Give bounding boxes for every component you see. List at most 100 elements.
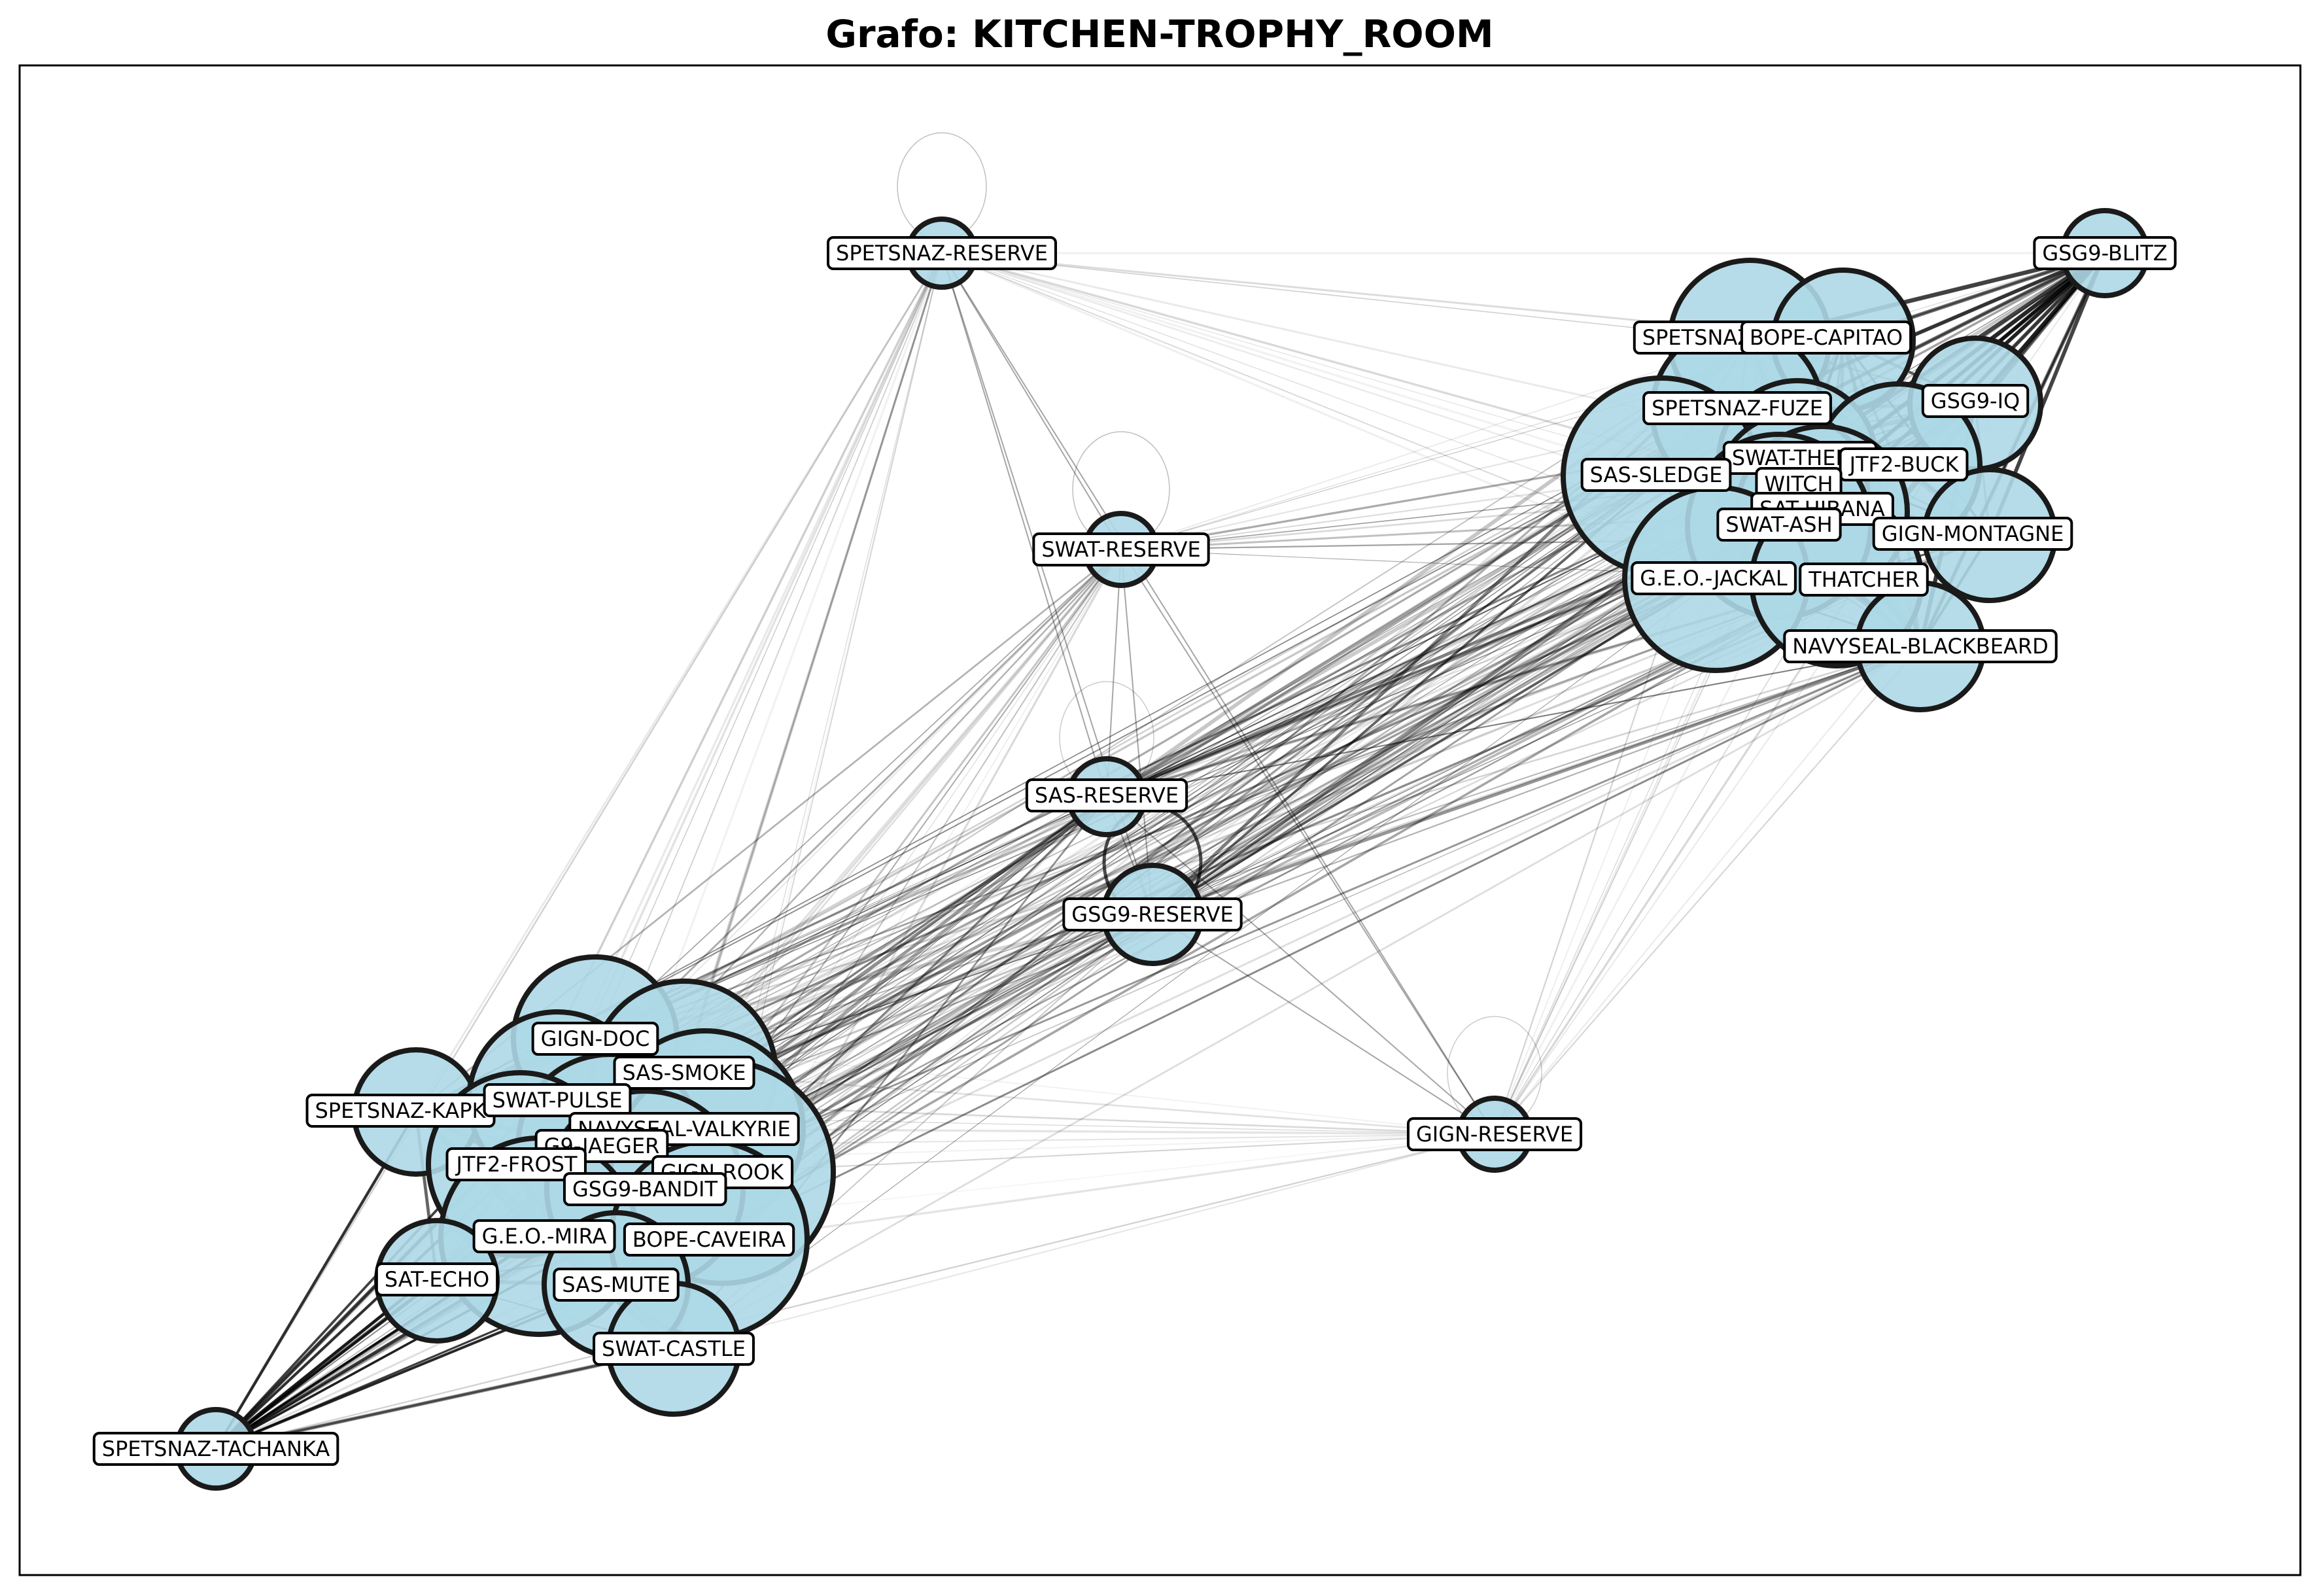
node-label-sat-echo: SAT-ECHO — [375, 1262, 499, 1296]
node-label-text: GSG9-BLITZ — [2042, 241, 2167, 266]
graph-edge — [708, 645, 1921, 1241]
node-label-sas-smoke: SAS-SMOKE — [613, 1056, 755, 1090]
node-label-text: SPETSNAZ-KAPK — [315, 1098, 486, 1123]
graph-edge — [557, 339, 1750, 1101]
node-label-box — [1799, 563, 1929, 597]
node-label-text: JTF2-BUCK — [1848, 452, 1960, 477]
graph-edge — [609, 510, 1823, 1147]
graph-title: Grafo: KITCHEN-TROPHY_ROOM — [825, 12, 1493, 56]
node-label-jtf2-buck: JTF2-BUCK — [1839, 447, 1969, 481]
node-label-spetsnaz-fuze: SPETSNAZ-FUZE — [1642, 391, 1832, 425]
graph-edge — [215, 1133, 1495, 1450]
node-label-gsg9-blitz: GSG9-BLITZ — [2033, 236, 2177, 270]
node-label-bope-capitao: BOPE-CAPITAO — [1740, 321, 1913, 355]
node-label-text: SAT-ECHO — [385, 1267, 489, 1292]
node-label-box — [613, 1056, 755, 1090]
graph-edge — [941, 252, 1750, 341]
graph-edge — [704, 549, 1122, 1130]
graph-edge — [644, 410, 1738, 1190]
node-label-text: SWAT-CASTLE — [602, 1336, 746, 1361]
node-label-gign-doc: GIGN-DOC — [531, 1022, 659, 1056]
graph-edge — [704, 578, 1717, 1130]
graph-edge — [1106, 549, 1122, 797]
node-label-sas-sledge: SAS-SLEDGE — [1580, 458, 1732, 492]
graph-edge — [1151, 475, 1663, 916]
graph-edge — [721, 580, 1837, 1173]
graph-edge — [1152, 644, 1921, 916]
node-label-text: SPETSNAZ-TACHANKA — [102, 1436, 330, 1461]
node-label-text: SPETSNAZ- — [1642, 325, 1759, 350]
node-label-text: THATCHER — [1808, 567, 1920, 592]
node-label-text: G.E.O.-MIRA — [482, 1224, 607, 1249]
graph-edge — [704, 410, 1738, 1130]
node-label-box — [1872, 517, 2073, 551]
graph-edge — [941, 252, 1662, 477]
node-label-gign-reserve: GIGN-RESERVE — [1406, 1117, 1583, 1151]
node-label-text: SAS-MUTE — [562, 1272, 670, 1297]
node-label-swat-castle: SWAT-CASTLE — [593, 1332, 755, 1366]
node-label-box — [445, 1147, 587, 1181]
node-label-text: SPETSNAZ-FUZE — [1652, 396, 1823, 421]
node-label-box — [1580, 458, 1732, 492]
node-label-text: SAS-RESERVE — [1035, 783, 1179, 808]
node-label-box — [2033, 236, 2177, 270]
graph-edge — [683, 252, 943, 1073]
node-label-box — [1642, 391, 1832, 425]
node-label-box — [1406, 1117, 1583, 1151]
graph-edge — [941, 252, 1107, 797]
graph-edge — [1120, 339, 1750, 550]
node-label-text: GSG9-BANDIT — [572, 1177, 718, 1202]
graph-edge — [704, 1128, 1495, 1136]
node-label-text: SWAT-RESERVE — [1041, 537, 1200, 562]
node-label-navyseal-blackbeard: NAVYSEAL-BLACKBEARD — [1783, 629, 2058, 663]
graph-edge — [673, 645, 1921, 1350]
node-label-spetsnaz-glaz: SPETSNAZ- — [1633, 321, 1769, 355]
graph-edge — [1494, 578, 1717, 1135]
node-label-text: SWAT-PULSE — [493, 1088, 623, 1113]
node-label-text: G.E.O.-JACKAL — [1640, 566, 1788, 591]
node-label-box — [1025, 778, 1188, 812]
graph-edge — [1494, 646, 1921, 1135]
node-label-swat-pulse: SWAT-PULSE — [483, 1083, 632, 1117]
graph-edge — [721, 475, 1662, 1173]
graph-edge — [595, 645, 1921, 1040]
node-label-text: GIGN-RESERVE — [1416, 1122, 1573, 1147]
node-label-sas-thatcher: THATCHER — [1799, 563, 1929, 597]
node-label-gsg9-bandit: GSG9-BANDIT — [563, 1172, 727, 1206]
graph-edge — [721, 459, 1798, 1173]
node-label-box — [483, 1083, 632, 1117]
node-label-g-e-o-mira: G.E.O.-MIRA — [472, 1219, 616, 1253]
node-label-box — [553, 1268, 680, 1302]
node-label-gsg9-iq: GSG9-IQ — [1921, 384, 2030, 418]
node-label-text: JTF2-FROST — [455, 1152, 578, 1177]
graph-edge — [1106, 796, 1495, 1135]
graph-edge — [721, 646, 1921, 1173]
node-label-text: SAS-SLEDGE — [1590, 462, 1723, 487]
node-label-g-e-o-jackal: G.E.O.-JACKAL — [1631, 561, 1797, 595]
graph-edge — [708, 489, 1793, 1240]
node-label-text: BOPE-CAVEIRA — [632, 1227, 786, 1252]
graph-edge — [595, 252, 943, 1039]
node-label-text: BOPE-CAPITAO — [1750, 325, 1903, 350]
graph-edge — [684, 645, 1921, 1074]
node-label-box — [1032, 532, 1210, 566]
graph-edge — [704, 580, 1837, 1130]
node-label-spetsnaz-tachanka: SPETSNAZ-TACHANKA — [92, 1432, 339, 1466]
graph-edge — [595, 409, 1738, 1040]
node-label-box — [1716, 508, 1842, 542]
node-label-text: SWAT-ASH — [1725, 512, 1832, 537]
graph-edge — [673, 578, 1717, 1349]
node-label-text: GSG9-IQ — [1931, 389, 2020, 413]
node-label-gsg9-reserve: GSG9-RESERVE — [1062, 897, 1243, 931]
graph-edge — [1120, 549, 1495, 1135]
graph-edge — [684, 1071, 1495, 1136]
graph-edge — [595, 580, 1837, 1040]
node-label-box — [472, 1219, 616, 1253]
node-label-box — [563, 1172, 727, 1206]
graph-edge — [215, 1111, 417, 1449]
graph-edge — [595, 549, 1122, 1039]
graph-edge — [1152, 914, 1495, 1135]
node-label-box — [1740, 321, 1913, 355]
graph-edge — [644, 511, 1823, 1190]
node-label-box — [593, 1332, 755, 1366]
